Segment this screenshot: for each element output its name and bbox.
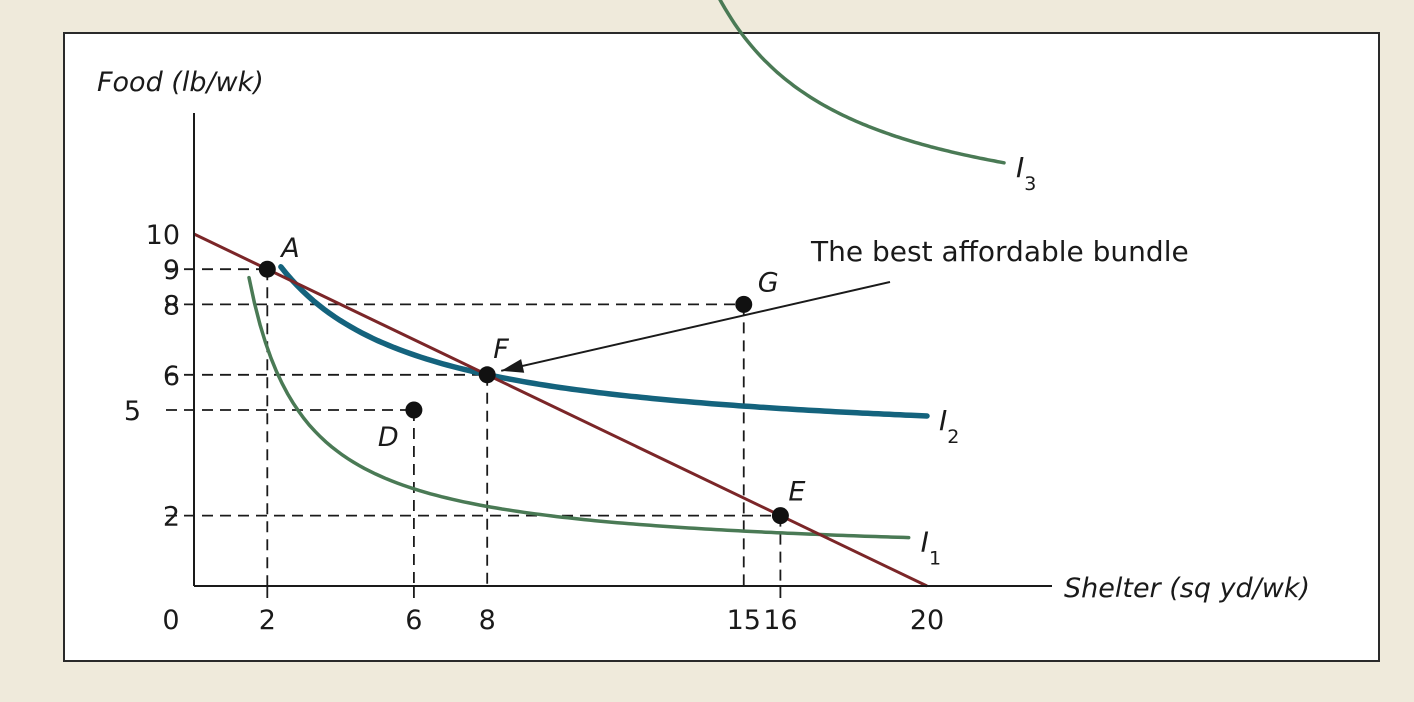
y-axis-title: Food (lb/wk) [97,67,264,98]
y-tick-label: 10 [146,220,180,251]
point-F [478,366,496,384]
y-tick-label: 5 [124,396,141,427]
indifference-curve-1 [247,275,911,540]
point-label-A: A [279,233,299,264]
point-D [405,401,423,419]
point-A [258,260,276,278]
annotation-arrowhead [501,359,525,373]
point-G [735,295,753,313]
point-label-G: G [758,267,779,298]
x-tick-label: 8 [479,605,496,636]
x-axis-title: Shelter (sq yd/wk) [1064,573,1310,604]
point-label-D: D [378,422,399,453]
data-points: A D F G E [258,233,805,525]
y-tick-label: 9 [163,255,180,286]
x-tick-label: 20 [910,605,944,636]
chart-panel [63,32,1380,662]
origin-label: 0 [162,605,179,636]
y-tick-label: 2 [163,502,180,533]
x-tick-label: 6 [405,605,422,636]
point-label-F: F [493,334,509,365]
annotation-arrow-line [500,281,891,372]
y-tick-label: 6 [163,361,180,392]
x-tick-label: 15 [727,605,761,636]
x-tick-label: 2 [259,605,276,636]
budget-line [193,232,928,588]
indifference-curve-3 [718,0,1006,165]
x-tick-label: 16 [763,605,797,636]
annotation-arrow [500,281,891,373]
guide-lines [166,268,782,598]
point-E [771,507,789,525]
annotation-label: The best affordable bundle [810,235,1189,268]
curves [193,0,1006,588]
indifference-curve-2 [278,264,930,419]
y-tick-label: 8 [163,290,180,321]
point-label-E: E [788,477,805,508]
